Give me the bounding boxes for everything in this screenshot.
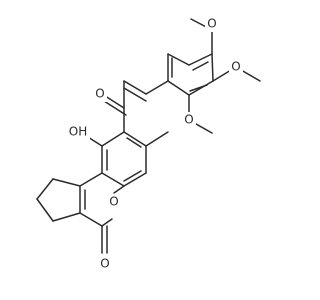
bond bbox=[189, 84, 208, 92]
atom-label-o: O bbox=[207, 17, 216, 31]
structure-canvas: O O O O OH O O bbox=[36, 16, 261, 272]
bond bbox=[145, 80, 169, 95]
bond bbox=[123, 170, 142, 182]
atom-label-o: O bbox=[109, 195, 118, 209]
bond bbox=[36, 198, 54, 222]
bond bbox=[52, 212, 81, 222]
bond bbox=[126, 137, 142, 148]
atom-oh-hydroxy: OH bbox=[66, 124, 90, 140]
bond bbox=[188, 80, 214, 96]
bond bbox=[145, 131, 169, 147]
bond bbox=[123, 87, 147, 102]
atom-o-methoxy-ortho: O bbox=[182, 112, 196, 128]
bond bbox=[52, 178, 81, 187]
atom-label-o: O bbox=[184, 113, 193, 127]
bond bbox=[123, 172, 147, 187]
atom-label-o: O bbox=[231, 60, 240, 74]
bond bbox=[123, 131, 147, 147]
bond bbox=[167, 53, 190, 66]
atom-label-o: O bbox=[95, 87, 104, 101]
atom-labels: O O O O OH O O bbox=[66, 16, 243, 272]
bond bbox=[103, 100, 127, 116]
bond bbox=[123, 80, 147, 95]
bond bbox=[211, 53, 214, 82]
atom-label-oh: OH bbox=[69, 125, 87, 139]
atom-o-lactone: O bbox=[98, 256, 112, 272]
bond bbox=[113, 185, 125, 194]
bond bbox=[101, 218, 113, 227]
atom-o-ring: O bbox=[108, 194, 122, 210]
atom-o-carbonyl-enone: O bbox=[93, 86, 107, 102]
bond bbox=[36, 178, 54, 200]
bond bbox=[192, 61, 209, 71]
atom-label-o: O bbox=[100, 257, 109, 271]
bond bbox=[79, 212, 103, 227]
bond bbox=[79, 172, 103, 187]
bond bbox=[167, 80, 190, 96]
atom-o-methoxy-right: O bbox=[229, 59, 243, 75]
atom-o-methoxy-top: O bbox=[205, 16, 219, 32]
molecule-diagram: O O O O OH O O bbox=[36, 16, 261, 272]
bond bbox=[101, 131, 125, 147]
bond bbox=[188, 53, 213, 66]
bond bbox=[101, 172, 125, 187]
